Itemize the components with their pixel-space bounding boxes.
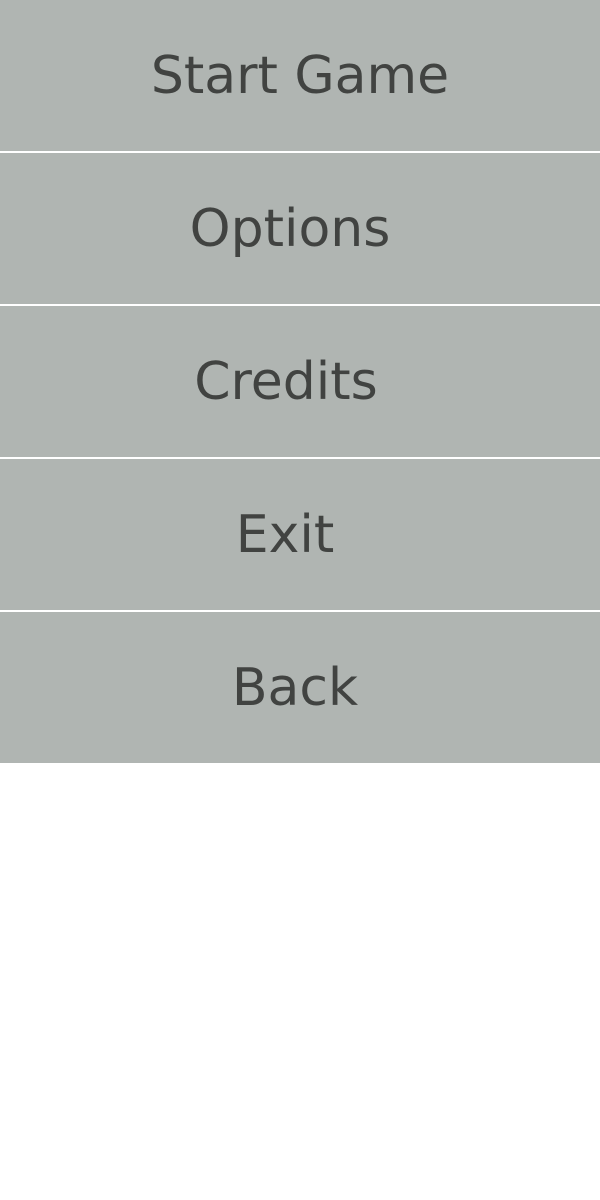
menu-divider: [0, 304, 600, 306]
start-game-label: Start Game: [150, 45, 450, 106]
options-label: Options: [189, 198, 391, 259]
back-button[interactable]: Back: [0, 612, 600, 763]
credits-label: Credits: [194, 351, 378, 412]
exit-button[interactable]: Exit: [0, 459, 600, 610]
menu-divider: [0, 610, 600, 612]
menu-divider: [0, 457, 600, 459]
credits-button[interactable]: Credits: [0, 306, 600, 457]
menu-divider: [0, 151, 600, 153]
options-button[interactable]: Options: [0, 153, 600, 304]
start-game-button[interactable]: Start Game: [0, 0, 600, 151]
exit-label: Exit: [235, 504, 335, 565]
main-menu: Start Game Options Credits Exit Back: [0, 0, 600, 763]
back-label: Back: [231, 657, 359, 718]
